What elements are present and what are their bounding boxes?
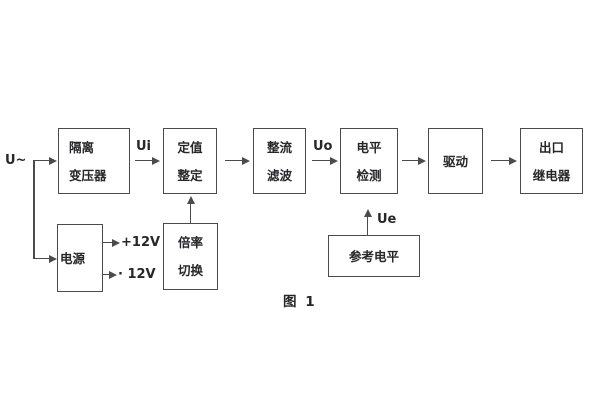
block-setting: 定值 整定 bbox=[163, 128, 217, 194]
setting-to-rectifier-arrow bbox=[225, 156, 250, 165]
block-drive: 驱动 bbox=[428, 128, 483, 194]
detection-to-drive-arrow bbox=[402, 156, 426, 165]
power-plus12v-arrow bbox=[103, 238, 120, 247]
ui-arrow bbox=[135, 156, 160, 165]
block-label: 整流 bbox=[266, 139, 292, 155]
block-label: 隔离 bbox=[69, 139, 95, 155]
block-output-relay: 出口 继电器 bbox=[520, 128, 583, 194]
signal-label-ui: Ui bbox=[136, 139, 152, 154]
source-to-power-arrow bbox=[33, 254, 57, 263]
power-minus12v-arrow bbox=[103, 270, 117, 279]
block-label: 电平 bbox=[356, 139, 382, 155]
ratio-to-setting-arrow bbox=[186, 196, 195, 223]
block-label: 变压器 bbox=[69, 167, 107, 183]
block-label: 切换 bbox=[177, 263, 203, 278]
source-to-transformer-arrow bbox=[33, 156, 57, 165]
block-label: 检测 bbox=[356, 167, 382, 183]
block-label: 滤波 bbox=[266, 167, 292, 183]
block-ratio-switch: 倍率 切换 bbox=[163, 223, 218, 290]
block-power-supply: 电源 bbox=[57, 224, 103, 292]
source-branch-line bbox=[33, 160, 35, 259]
block-label: 倍率 bbox=[177, 235, 203, 250]
block-rectifier-filter: 整流 滤波 bbox=[253, 128, 306, 194]
signal-label-ue: Ue bbox=[377, 212, 397, 227]
block-label: 出口 bbox=[538, 139, 564, 155]
block-label: 整定 bbox=[177, 167, 203, 183]
block-reference-level: 参考电平 bbox=[328, 235, 420, 277]
reference-to-detection-arrow bbox=[363, 209, 372, 235]
block-label: 继电器 bbox=[532, 167, 571, 183]
uo-arrow bbox=[312, 156, 338, 165]
block-label: 定值 bbox=[177, 139, 203, 155]
signal-label-uo: Uo bbox=[313, 139, 333, 154]
power-label-minus12v: · 12V bbox=[118, 267, 156, 282]
block-label: 参考电平 bbox=[348, 248, 399, 264]
block-isolation-transformer: 隔离 变压器 bbox=[58, 128, 130, 194]
block-label: 电源 bbox=[60, 250, 86, 266]
power-label-plus12v: +12V bbox=[121, 235, 161, 250]
block-label: 驱动 bbox=[442, 153, 468, 169]
block-level-detection: 电平 检测 bbox=[340, 128, 398, 194]
drive-to-relay-arrow bbox=[491, 156, 517, 165]
figure-caption: 图 1 bbox=[283, 294, 317, 310]
source-label: U~ bbox=[5, 153, 27, 168]
